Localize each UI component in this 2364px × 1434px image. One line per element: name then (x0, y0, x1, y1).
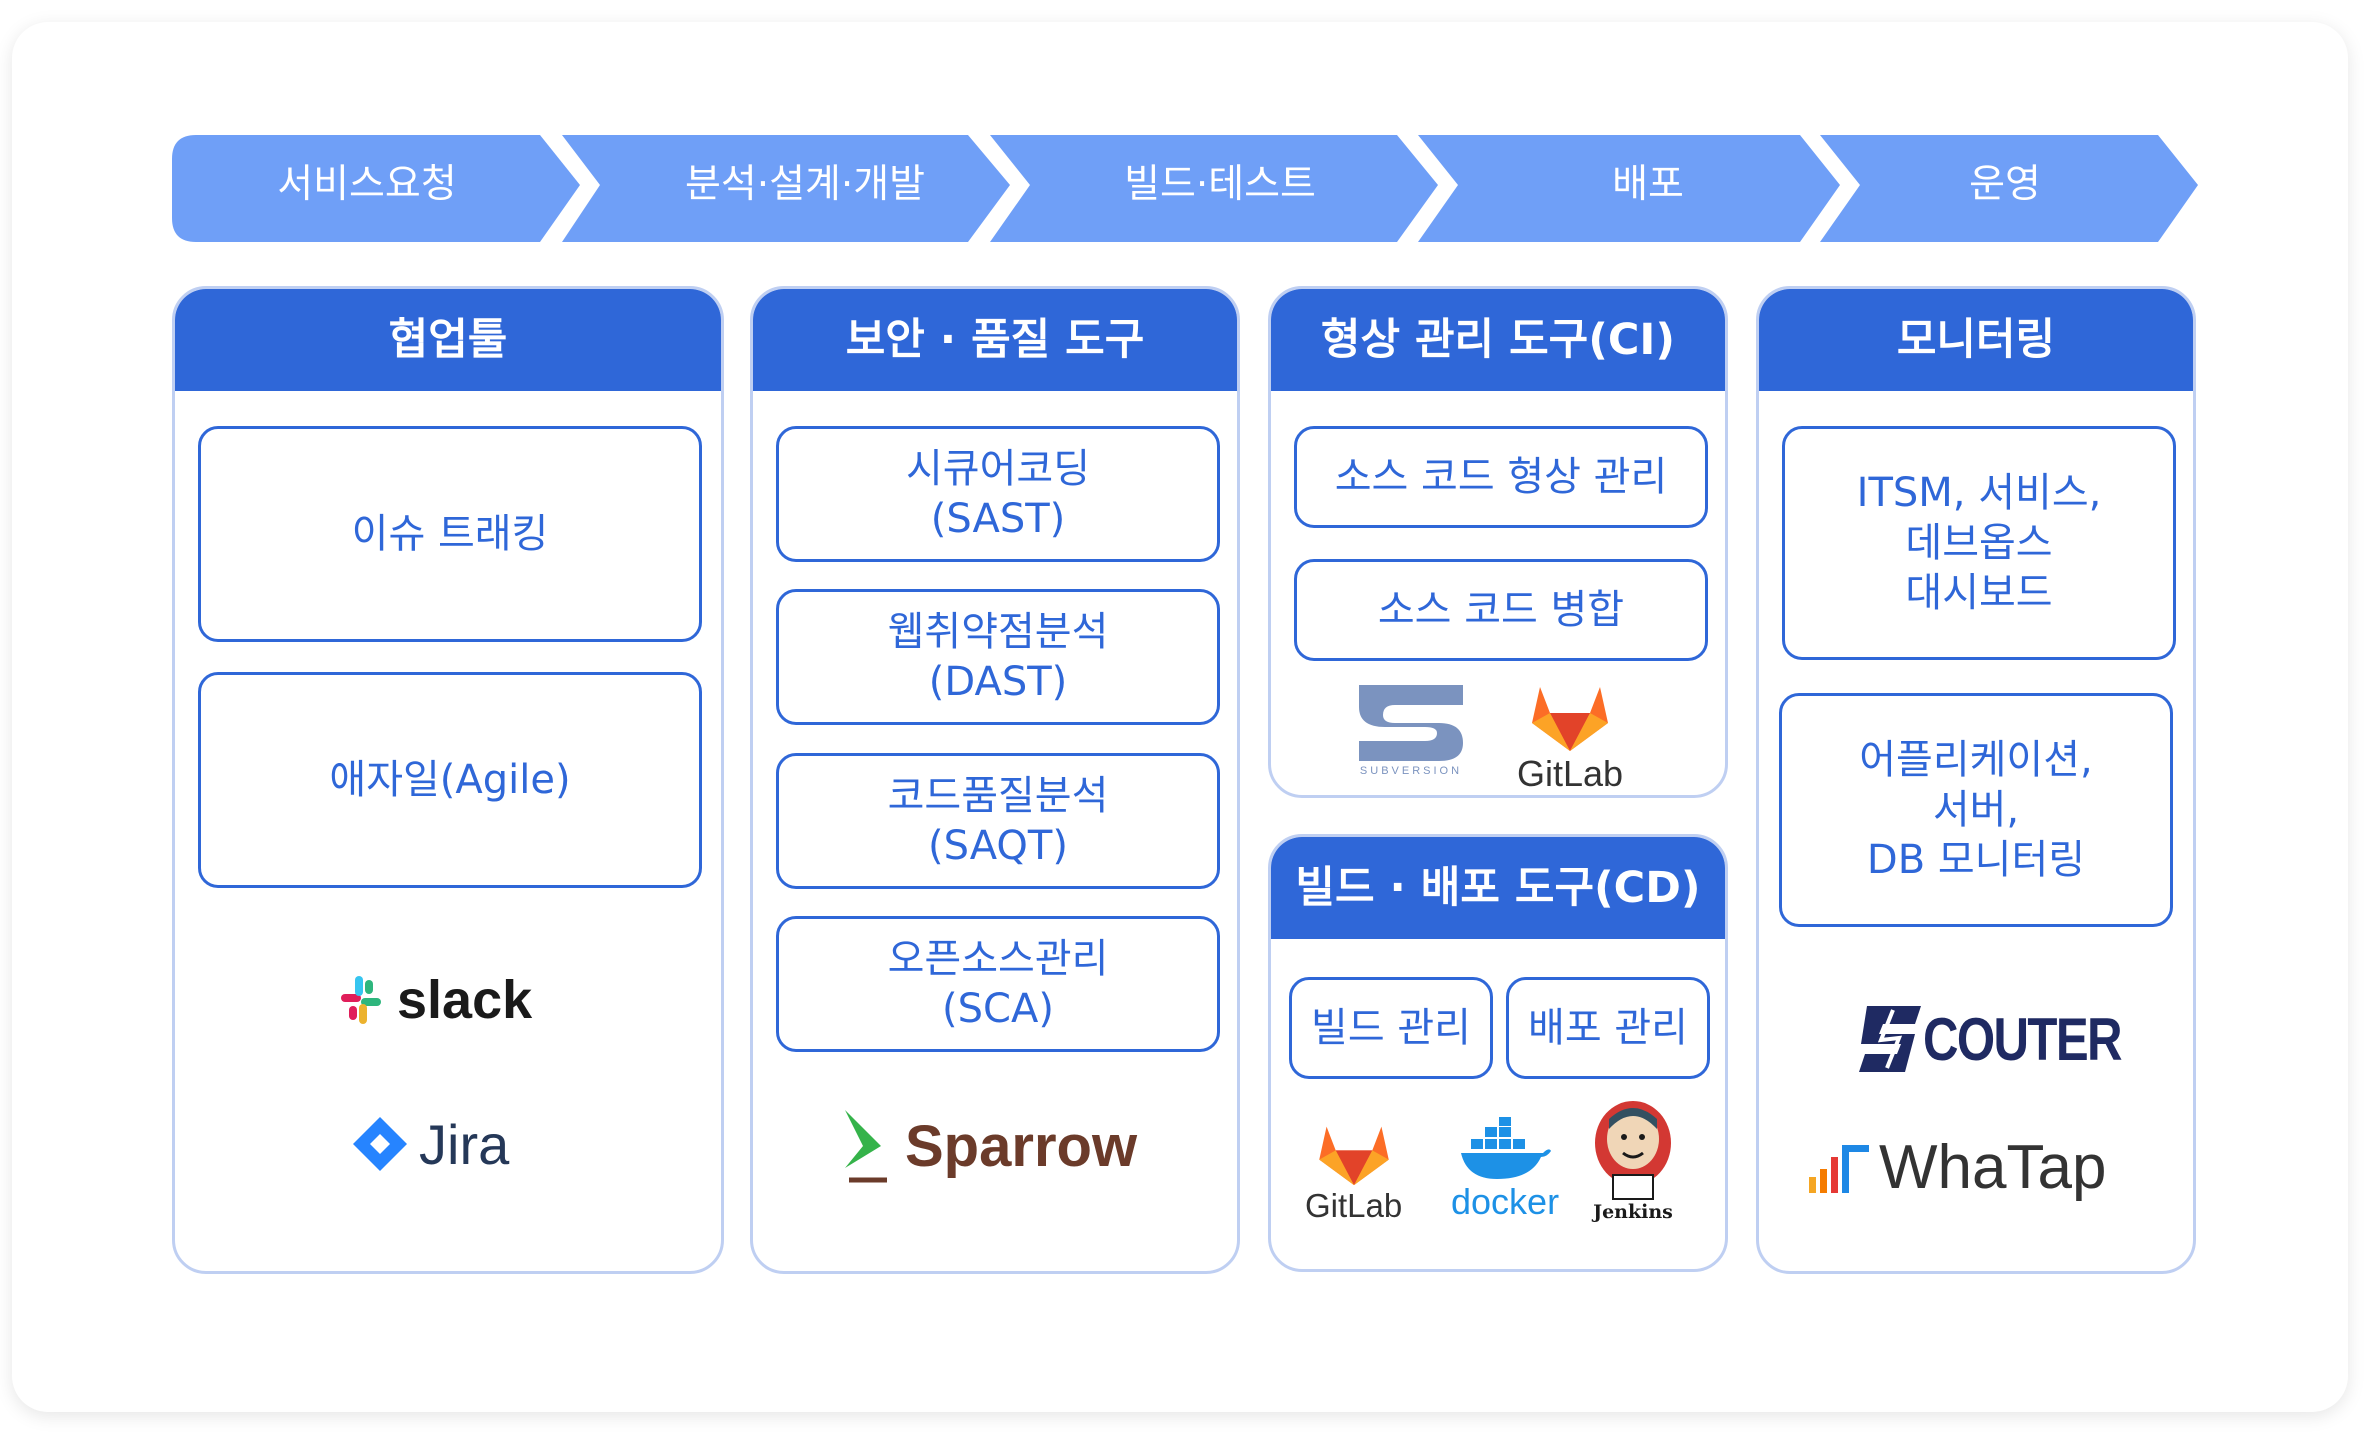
docker-icon (1461, 1117, 1552, 1179)
whatap-wordmark: WhaTap (1879, 1132, 2107, 1202)
itsm-dashboard-item: ITSM, 서비스, 데브옵스 대시보드 (1782, 426, 2176, 660)
flow-step-3: 빌드·테스트 (1124, 162, 1316, 207)
slack-logo: slack (335, 965, 532, 1035)
security-quality-card: 보안 · 품질 도구 시큐어코딩 (SAST) 웹취약점분석 (DAST) 코드… (750, 286, 1240, 1274)
flow-step-4: 배포 (1612, 162, 1684, 207)
gitlab-logo-cd: GitLab (1305, 1123, 1402, 1225)
whatap-logo: WhaTap (1807, 1127, 2106, 1207)
sparrow-wordmark: Sparrow (905, 1113, 1138, 1179)
jira-logo: Jira (351, 1109, 509, 1179)
cd-tools-card: 빌드 · 배포 도구(CD) 빌드 관리 배포 관리 GitLab docker (1268, 834, 1728, 1272)
app-server-db-monitoring-item: 어플리케이션, 서버, DB 모니터링 (1779, 693, 2173, 927)
flow-step-1: 서비스요청 (277, 162, 457, 207)
saqt-item: 코드품질분석 (SAQT) (776, 753, 1220, 889)
gitlab-icon (1532, 687, 1609, 751)
jira-wordmark: Jira (419, 1112, 510, 1176)
agile-item: 애자일(Agile) (198, 672, 702, 888)
jenkins-logo: Jenkins (1591, 1099, 1675, 1223)
sparrow-logo: Sparrow (841, 1101, 1137, 1191)
subversion-icon (1355, 681, 1467, 765)
slack-icon (341, 976, 381, 1024)
gitlab-wordmark-ci: GitLab (1517, 753, 1624, 794)
sparrow-icon (845, 1110, 887, 1183)
monitoring-card: 모니터링 ITSM, 서비스, 데브옵스 대시보드 어플리케이션, 서버, DB… (1756, 286, 2196, 1274)
scouter-wordmark: COUTER (1923, 1005, 2123, 1073)
subversion-wordmark: SUBVERSION (1359, 765, 1463, 777)
gitlab-logo-ci: GitLab (1517, 683, 1623, 795)
dast-item: 웹취약점분석 (DAST) (776, 589, 1220, 725)
docker-wordmark: docker (1451, 1181, 1560, 1222)
monitoring-header: 모니터링 (1759, 289, 2193, 391)
issue-tracking-item: 이슈 트래킹 (198, 426, 702, 642)
deploy-management-item: 배포 관리 (1506, 977, 1710, 1079)
source-config-item: 소스 코드 형상 관리 (1294, 426, 1708, 528)
scouter-logo: COUTER (1859, 999, 2164, 1079)
flow-step-5: 운영 (1969, 162, 2041, 207)
jenkins-wordmark: Jenkins (1593, 1201, 1673, 1223)
gitlab-wordmark-cd: GitLab (1305, 1187, 1403, 1224)
security-quality-header: 보안 · 품질 도구 (753, 289, 1237, 391)
gitlab-icon (1318, 1126, 1389, 1186)
ci-tools-card: 형상 관리 도구(CI) 소스 코드 형상 관리 소스 코드 병합 SUBVER… (1268, 286, 1728, 798)
whatap-icon (1809, 1145, 1869, 1193)
jenkins-icon (1595, 1101, 1671, 1200)
collab-tools-header: 협업툴 (175, 289, 721, 391)
build-management-item: 빌드 관리 (1289, 977, 1493, 1079)
scouter-icon (1859, 1006, 1921, 1072)
ci-tools-header: 형상 관리 도구(CI) (1271, 289, 1725, 391)
collab-tools-card: 협업툴 이슈 트래킹 애자일(Agile) slack Jira (172, 286, 724, 1274)
source-merge-item: 소스 코드 병합 (1294, 559, 1708, 661)
sast-item: 시큐어코딩 (SAST) (776, 426, 1220, 562)
slack-wordmark: slack (397, 970, 533, 1030)
jira-icon (353, 1117, 407, 1171)
sca-item: 오픈소스관리 (SCA) (776, 916, 1220, 1052)
flow-step-2: 분석·설계·개발 (684, 162, 926, 207)
subversion-logo: SUBVERSION (1355, 681, 1467, 777)
docker-logo: docker (1451, 1117, 1559, 1223)
cd-tools-header: 빌드 · 배포 도구(CD) (1271, 837, 1725, 939)
